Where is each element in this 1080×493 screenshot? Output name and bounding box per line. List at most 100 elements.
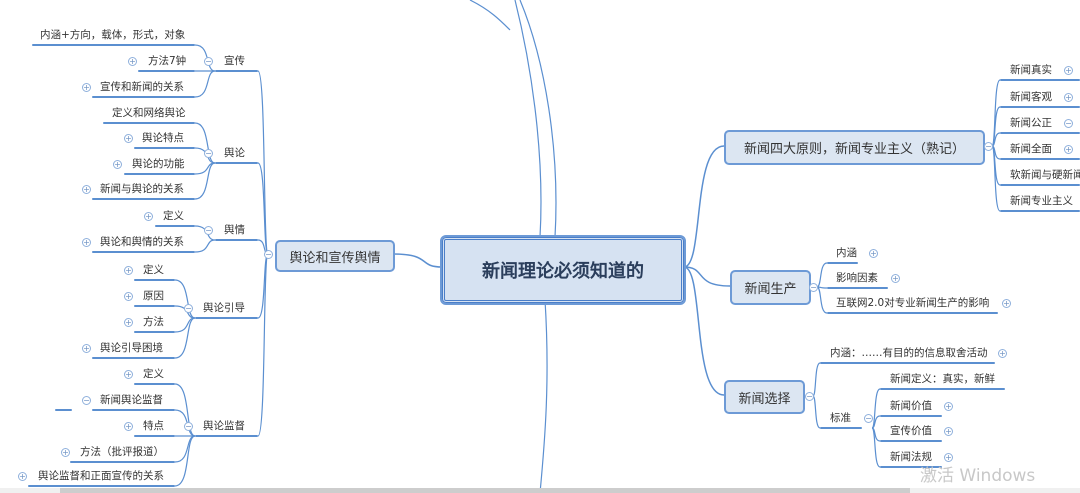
expand-toggle-icon[interactable]: + (82, 83, 91, 92)
node-2-1[interactable]: 标准 (830, 412, 851, 424)
collapse-toggle-icon[interactable]: − (984, 142, 993, 151)
collapse-toggle-icon[interactable]: − (204, 226, 213, 235)
expand-toggle-icon[interactable]: + (18, 472, 27, 481)
horizontal-scrollbar-thumb[interactable] (60, 488, 910, 493)
expand-toggle-icon[interactable]: + (61, 448, 70, 457)
expand-toggle-icon[interactable]: + (1064, 66, 1073, 75)
node-4-0[interactable]: 定义 (143, 368, 164, 380)
node-underline (1000, 132, 1080, 134)
node-3-2[interactable]: 方法 (143, 316, 164, 328)
node-1-0[interactable]: 定义和网络舆论 (112, 107, 186, 119)
expand-toggle-icon[interactable]: + (944, 402, 953, 411)
node-2-0[interactable]: 内涵：……有目的的信息取舍活动 (830, 347, 988, 359)
node-0-5[interactable]: 新闻专业主义 (1010, 195, 1073, 207)
expand-toggle-icon[interactable]: + (869, 249, 878, 258)
branch-news-production[interactable]: 新闻生产 (730, 270, 811, 305)
node-4-1[interactable]: 新闻舆论监督 (100, 394, 163, 406)
node-underline (195, 435, 258, 437)
node-2-1-1[interactable]: 新闻价值 (890, 400, 932, 412)
node-4-3[interactable]: 方法（批评报道） (80, 446, 164, 458)
branch-public-opinion-propaganda[interactable]: 舆论和宣传舆情 (275, 240, 395, 272)
connector-offscreen-top-3 (469, 0, 511, 31)
connector-node-2-1-0 (871, 388, 881, 429)
collapse-toggle-icon[interactable]: − (805, 392, 814, 401)
node-0[interactable]: 宣传 (224, 55, 245, 67)
connector-central-left (392, 253, 443, 268)
expand-toggle-icon[interactable]: + (944, 453, 953, 462)
node-0-0[interactable]: 新闻真实 (1010, 64, 1052, 76)
expand-toggle-icon[interactable]: + (82, 344, 91, 353)
node-1-2[interactable]: 舆论的功能 (132, 158, 185, 170)
node-2-1-3[interactable]: 新闻法规 (890, 451, 932, 463)
node-1-2[interactable]: 互联网2.0对专业新闻生产的影响 (836, 297, 990, 309)
expand-toggle-icon[interactable]: + (113, 160, 122, 169)
collapse-toggle-icon[interactable]: − (184, 304, 193, 313)
node-3[interactable]: 舆论引导 (203, 302, 245, 314)
connector-node-3-3 (174, 317, 196, 359)
collapse-toggle-icon[interactable]: − (184, 422, 193, 431)
node-2-1[interactable]: 舆论和舆情的关系 (100, 236, 184, 248)
node-0-2[interactable]: 宣传和新闻的关系 (100, 81, 184, 93)
collapse-toggle-icon[interactable]: − (809, 283, 818, 292)
expand-toggle-icon[interactable]: + (1002, 299, 1011, 308)
node-0-0[interactable]: 内涵+方向，载体，形式，对象 (40, 29, 186, 41)
expand-toggle-icon[interactable]: + (944, 427, 953, 436)
node-2[interactable]: 舆情 (224, 224, 245, 236)
expand-toggle-icon[interactable]: + (124, 134, 133, 143)
central-topic[interactable]: 新闻理论必须知道的 (440, 235, 686, 305)
node-4-2[interactable]: 特点 (143, 420, 164, 432)
node-0-1[interactable]: 方法7钟 (148, 55, 187, 67)
expand-toggle-icon[interactable]: + (124, 370, 133, 379)
node-underline (880, 415, 942, 417)
node-3-0[interactable]: 定义 (143, 264, 164, 276)
node-4-4[interactable]: 舆论监督和正面宣传的关系 (38, 470, 164, 482)
node-1-3[interactable]: 新闻与舆论的关系 (100, 183, 184, 195)
expand-toggle-icon[interactable]: + (128, 57, 137, 66)
node-3-1[interactable]: 原因 (143, 290, 164, 302)
branch-news-principles[interactable]: 新闻四大原则，新闻专业主义（熟记） (724, 130, 985, 165)
node-3-3[interactable]: 舆论引导困境 (100, 342, 163, 354)
connector-node-2-1 (812, 395, 821, 429)
expand-toggle-icon[interactable]: + (144, 212, 153, 221)
node-0-4[interactable]: 软新闻与硬新闻 (1010, 169, 1080, 181)
connector-node-1-0 (816, 262, 828, 288)
node-underline (820, 427, 862, 429)
node-underline (880, 388, 1005, 390)
connector-node-0-5 (991, 145, 1001, 212)
collapse-toggle-icon[interactable]: − (82, 396, 91, 405)
node-2-1-2[interactable]: 宣传价值 (890, 425, 932, 437)
node-1-1[interactable]: 影响因素 (836, 272, 878, 284)
collapse-toggle-icon[interactable]: − (264, 250, 273, 259)
collapse-toggle-icon[interactable]: − (1064, 119, 1073, 128)
expand-toggle-icon[interactable]: + (998, 349, 1007, 358)
node-0-2[interactable]: 新闻公正 (1010, 117, 1052, 129)
connector-node-4-4 (174, 435, 196, 487)
node-1-0[interactable]: 内涵 (836, 247, 857, 259)
node-0-3[interactable]: 新闻全面 (1010, 143, 1052, 155)
expand-toggle-icon[interactable]: + (1064, 93, 1073, 102)
node-2-1-0[interactable]: 新闻定义：真实，新鲜 (890, 373, 995, 385)
expand-toggle-icon[interactable]: + (82, 238, 91, 247)
node-underline (827, 262, 858, 264)
node-1[interactable]: 舆论 (224, 147, 245, 159)
expand-toggle-icon[interactable]: + (82, 185, 91, 194)
expand-toggle-icon[interactable]: + (124, 318, 133, 327)
node-2-0[interactable]: 定义 (163, 210, 184, 222)
expand-toggle-icon[interactable]: + (124, 422, 133, 431)
expand-toggle-icon[interactable]: + (124, 266, 133, 275)
connector-central-principles (683, 145, 725, 268)
branch-news-selection[interactable]: 新闻选择 (724, 380, 805, 414)
collapse-toggle-icon[interactable]: − (864, 414, 873, 423)
node-0-1[interactable]: 新闻客观 (1010, 91, 1052, 103)
node-underline (134, 305, 175, 307)
expand-toggle-icon[interactable]: + (891, 274, 900, 283)
collapse-toggle-icon[interactable]: − (204, 57, 213, 66)
node-underline (32, 44, 195, 46)
node-underline (1000, 158, 1080, 160)
node-1-1[interactable]: 舆论特点 (142, 132, 184, 144)
expand-toggle-icon[interactable]: + (124, 292, 133, 301)
node-4[interactable]: 舆论监督 (203, 420, 245, 432)
collapse-toggle-icon[interactable]: − (204, 149, 213, 158)
expand-toggle-icon[interactable]: + (1064, 145, 1073, 154)
